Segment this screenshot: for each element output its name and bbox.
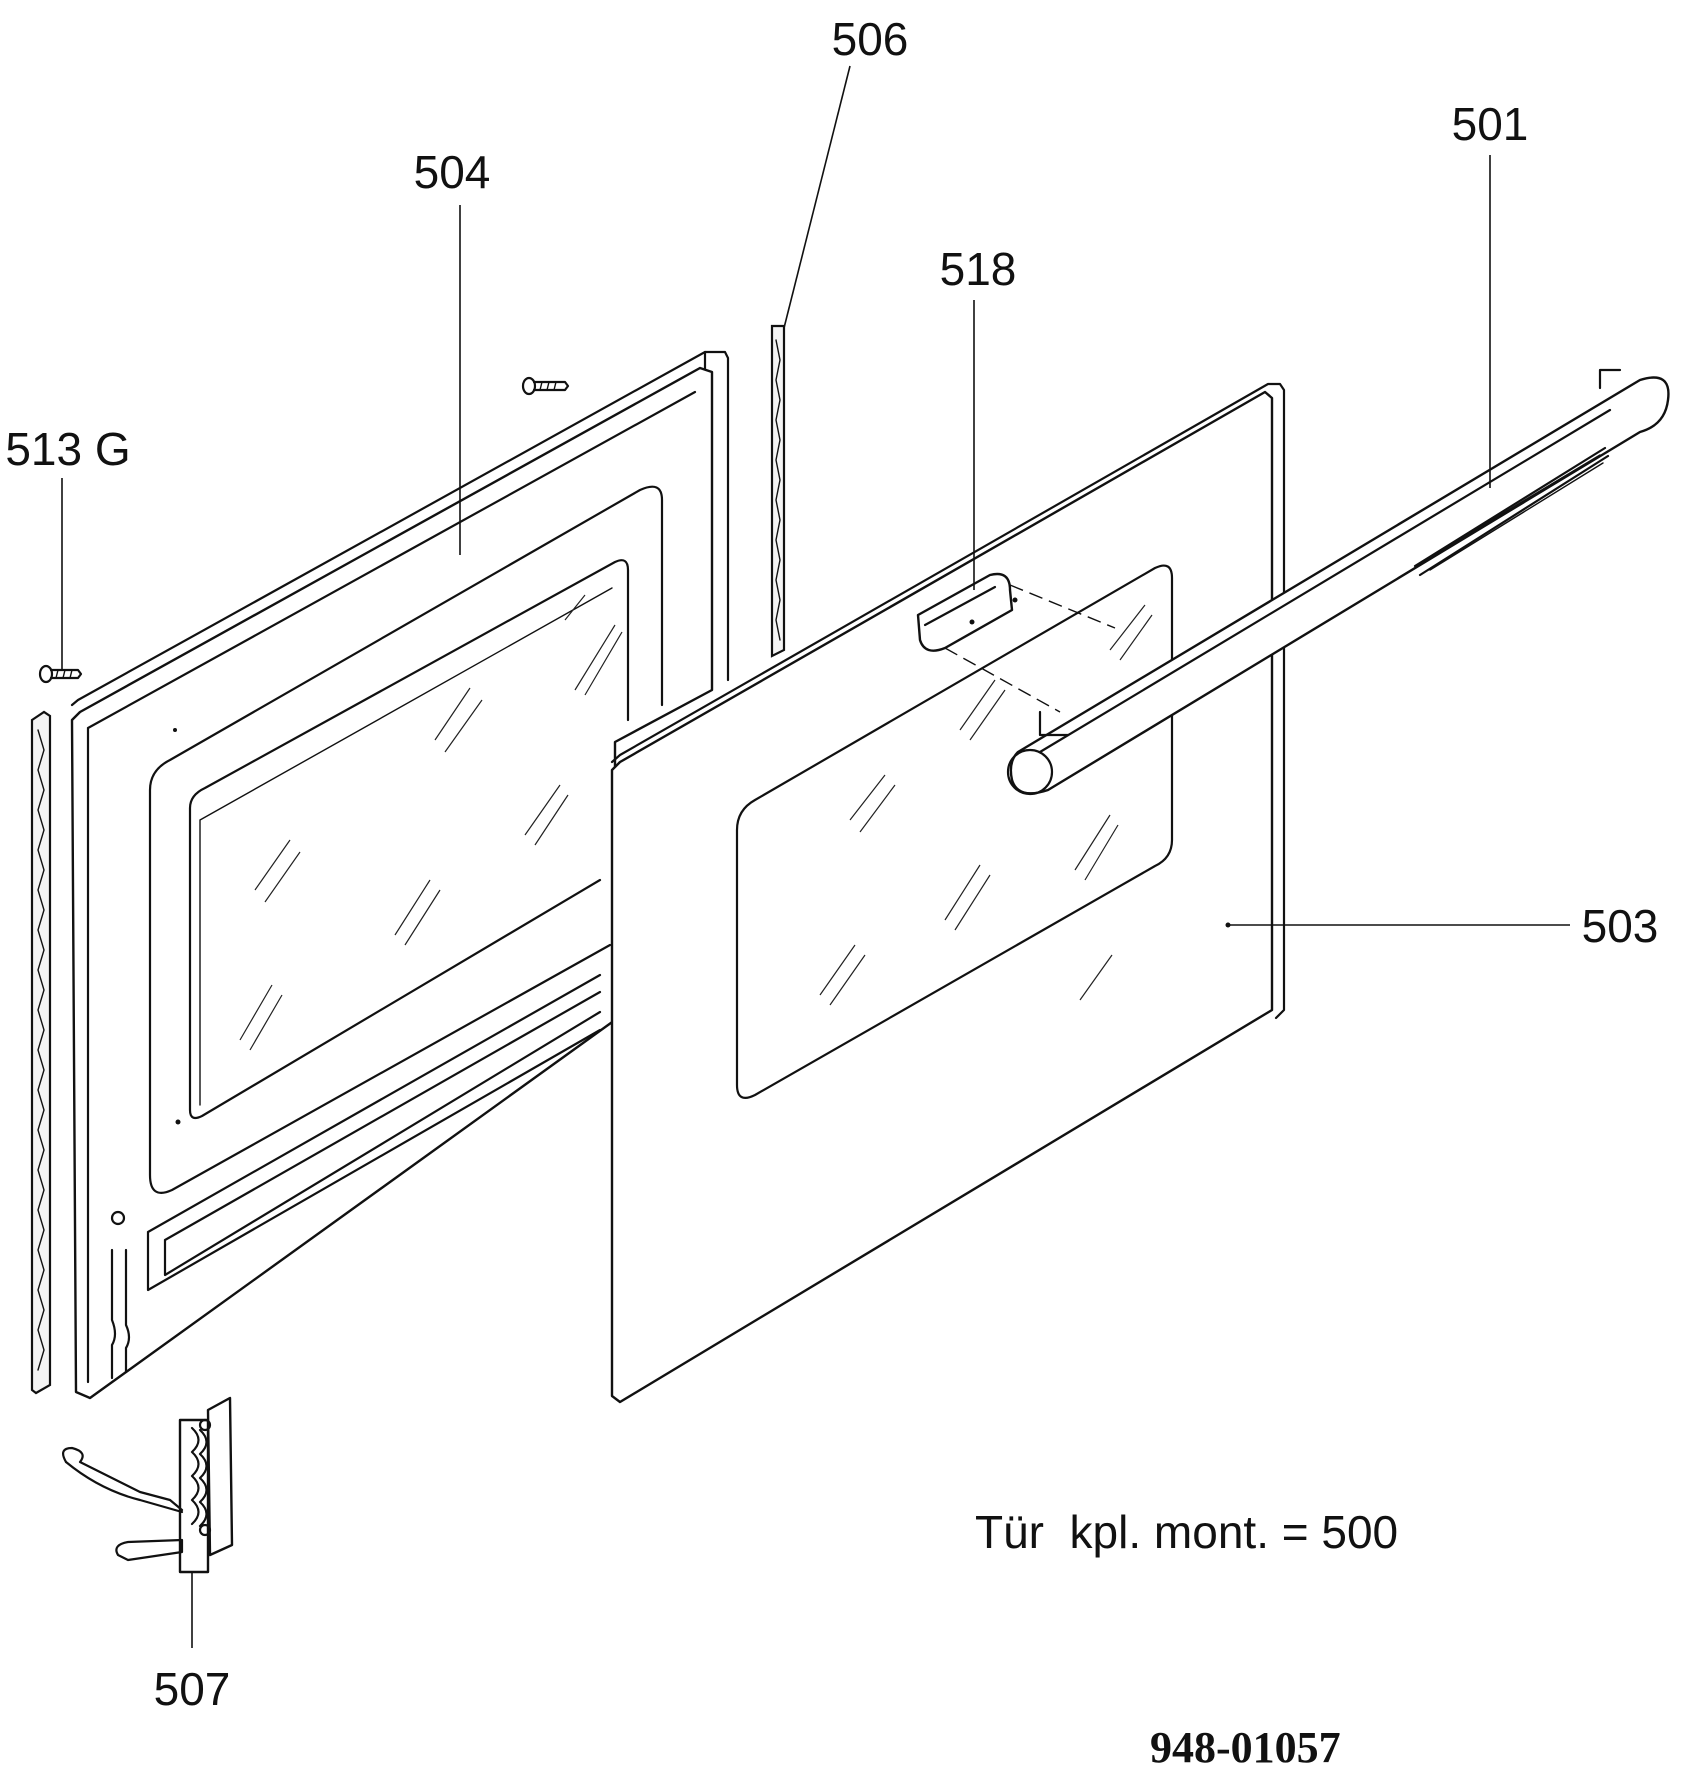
drawing-number: 948-01057 xyxy=(1150,1723,1341,1767)
label-513g: 513 G xyxy=(5,423,130,475)
glass-reflection-marks xyxy=(239,594,623,1051)
side-gasket-513g xyxy=(30,664,83,1395)
label-507: 507 xyxy=(154,1663,231,1715)
screw-icon xyxy=(521,376,570,396)
leader-lines xyxy=(61,65,1570,1648)
label-506: 506 xyxy=(832,13,909,65)
handle-bracket-518 xyxy=(916,572,1116,713)
handle-bar-501 xyxy=(1006,368,1670,796)
label-518: 518 xyxy=(940,243,1017,295)
glass-reflection-marks xyxy=(819,604,1153,1006)
hinge-507 xyxy=(62,1396,234,1574)
assembly-note: Tür kpl. mont. = 500 xyxy=(975,1506,1398,1558)
inner-door-frame-504 xyxy=(70,350,730,1400)
screw-icon xyxy=(38,664,83,684)
gasket-strip-506 xyxy=(770,324,786,658)
label-504: 504 xyxy=(414,146,491,198)
label-503: 503 xyxy=(1582,900,1659,952)
label-501: 501 xyxy=(1452,98,1529,150)
outer-door-panel-503 xyxy=(610,382,1286,1404)
